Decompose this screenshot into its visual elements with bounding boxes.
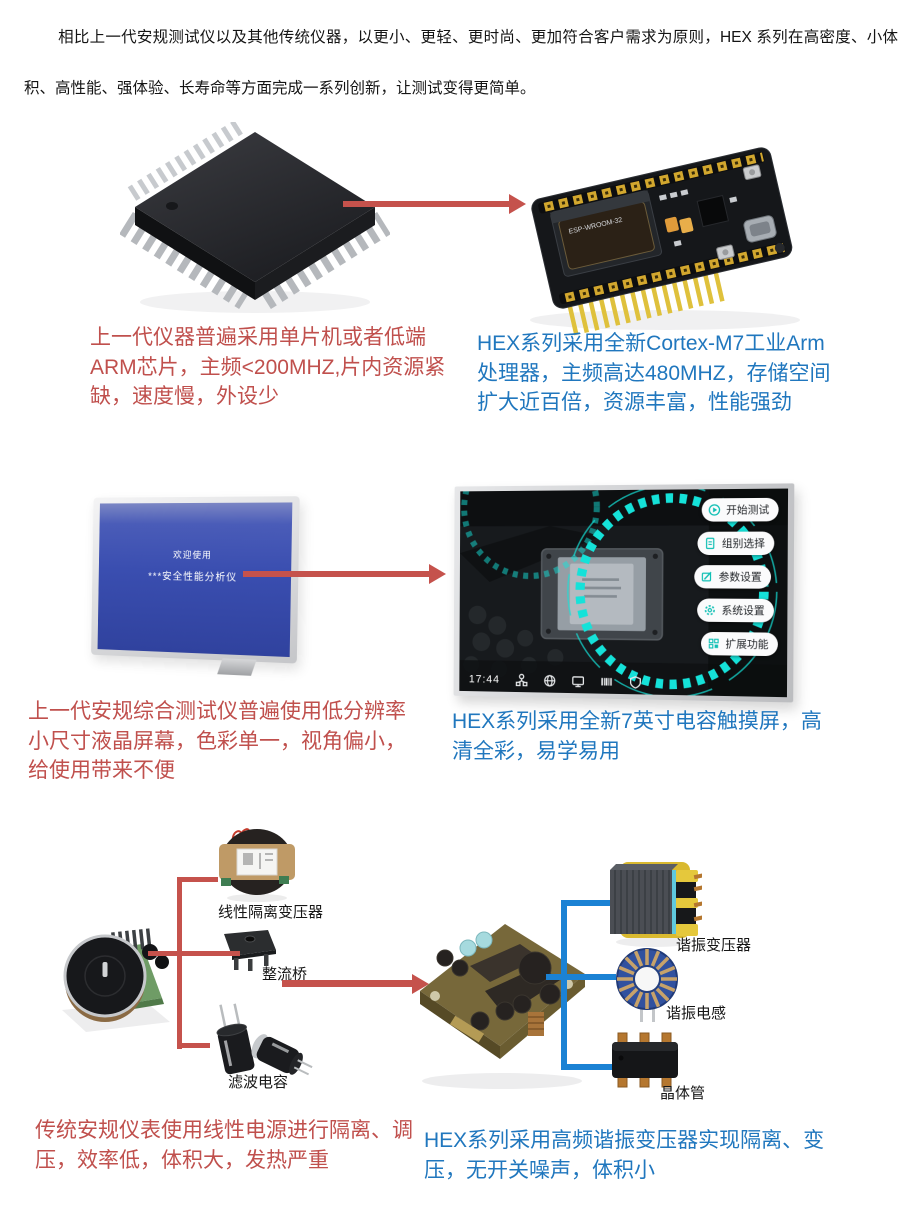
grid-icon — [707, 637, 720, 650]
label-linear-transformer: 线性隔离变压器 — [218, 904, 324, 921]
barcode-icon — [599, 675, 613, 689]
resonant-transformer-image — [610, 862, 702, 947]
connector-red-vertical — [177, 877, 182, 1049]
connector-blue-vertical — [561, 900, 567, 1070]
screen-menu-system-settings: 系统设置 — [697, 598, 775, 623]
old-screen-line1: 欢迎使用 — [172, 549, 213, 561]
variac-image — [62, 928, 170, 1032]
rectifier-bridge-image — [224, 930, 276, 971]
screen-menu-start-test: 开始测试 — [701, 497, 779, 522]
label-filter-capacitor: 滤波电容 — [228, 1074, 289, 1091]
transistor-image — [612, 1032, 678, 1088]
old-monitor-screen: 欢迎使用 ***安全性能分析仪 — [97, 502, 293, 658]
label-rectifier-bridge: 整流桥 — [262, 966, 308, 983]
globe-icon — [542, 674, 556, 688]
new-board-image: ESP-WROOM-32 — [530, 147, 800, 336]
arrow-row1 — [343, 201, 509, 207]
arrow-row3 — [282, 980, 412, 987]
touchscreen-display: 开始测试 组别选择 参数设置 — [459, 488, 789, 698]
filter-capacitor-image — [216, 1003, 313, 1076]
intro-paragraph: 相比上一代安规测试仪以及其他传统仪器，以更小、更轻、更时尚、更加符合客户需求为原… — [24, 29, 898, 97]
label-resonant-transformer: 谐振变压器 — [676, 937, 752, 954]
network-icon — [514, 673, 528, 687]
monitor-icon — [571, 674, 585, 688]
document-icon — [704, 537, 717, 550]
gear-icon — [703, 604, 716, 617]
connector-red-bottom — [180, 1043, 210, 1048]
connector-blue-top — [565, 900, 615, 906]
caption-row1-old: 上一代仪器普遍采用单片机或者低端ARM芯片，主频<200MHZ,片内资源紧缺，速… — [90, 326, 446, 408]
label-transistor: 晶体管 — [660, 1085, 706, 1102]
caption-row3-old: 传统安规仪表使用线性电源进行隔离、调压，效率低，体积大，发热严重 — [35, 1119, 413, 1172]
label-resonant-inductor: 谐振电感 — [666, 1005, 727, 1022]
switching-psu-image — [420, 924, 585, 1089]
monitor-stand — [217, 658, 257, 676]
arrow-row2 — [243, 571, 429, 577]
connector-blue-middle — [546, 974, 616, 980]
touchscreen-statusbar: 17:44 — [469, 672, 642, 689]
caption-row1-new: HEX系列采用全新Cortex-M7工业Arm处理器，主频高达480MHZ，存储… — [477, 332, 831, 414]
connector-red-top — [180, 877, 218, 882]
old-chip-image — [120, 122, 390, 313]
play-icon — [708, 503, 721, 516]
screen-menu-param-settings: 参数设置 — [694, 565, 772, 589]
screen-menu-extended-functions: 扩展功能 — [700, 631, 778, 657]
linear-transformer-image — [219, 828, 295, 902]
caption-row2-new: HEX系列采用全新7英寸电容触摸屏，高清全彩，易学易用 — [452, 710, 822, 763]
edit-icon — [700, 570, 713, 583]
connector-red-middle — [148, 951, 240, 956]
caption-row3-new: HEX系列采用高频谐振变压器实现隔离、变压，无开关噪声，体积小 — [424, 1129, 825, 1182]
touchscreen-image: 开始测试 组别选择 参数设置 — [453, 483, 795, 703]
shield-icon — [628, 675, 642, 689]
touchscreen-menu: 开始测试 组别选择 参数设置 — [694, 497, 781, 657]
screen-time: 17:44 — [468, 673, 501, 686]
old-monitor-image: 欢迎使用 ***安全性能分析仪 — [91, 496, 300, 676]
resonant-inductor-image — [616, 948, 678, 1022]
screen-menu-group-select: 组别选择 — [697, 531, 775, 556]
connector-blue-bottom — [565, 1064, 615, 1070]
caption-row2-old: 上一代安规综合测试仪普遍使用低分辨率小尺寸液晶屏幕，色彩单一，视角偏小，给使用带… — [28, 700, 406, 782]
